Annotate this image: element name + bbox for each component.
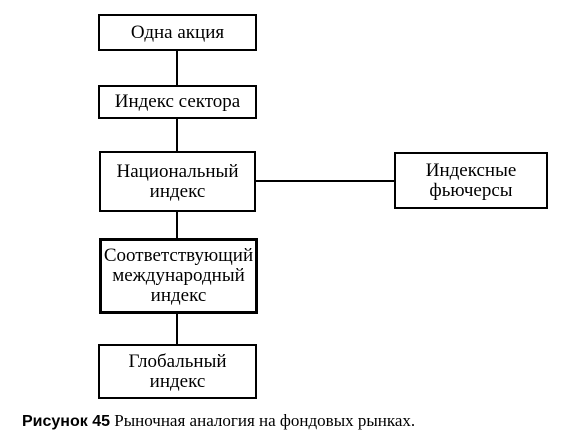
box-index-futures: Индексные фьючерсы <box>394 152 548 209</box>
figure-number: Рисунок 45 <box>22 413 110 430</box>
connector-share-to-sector <box>176 50 178 86</box>
box-national-index: Национальный индекс <box>99 151 256 212</box>
connector-national-to-international <box>176 211 178 239</box>
connector-national-to-futures <box>255 180 395 182</box>
figure-caption: Рисунок 45 Рыночная аналогия на фондовых… <box>22 411 415 431</box>
box-single-share: Одна акция <box>98 14 257 51</box>
connector-sector-to-national <box>176 118 178 152</box>
box-global-index: Глобальный индекс <box>98 344 257 399</box>
connector-international-to-global <box>176 313 178 345</box>
box-sector-index: Индекс сектора <box>98 85 257 119</box>
figure-caption-text: Рыночная аналогия на фондовых рынках. <box>114 411 416 430</box>
box-international-index: Соответствующий международный индекс <box>99 238 258 314</box>
